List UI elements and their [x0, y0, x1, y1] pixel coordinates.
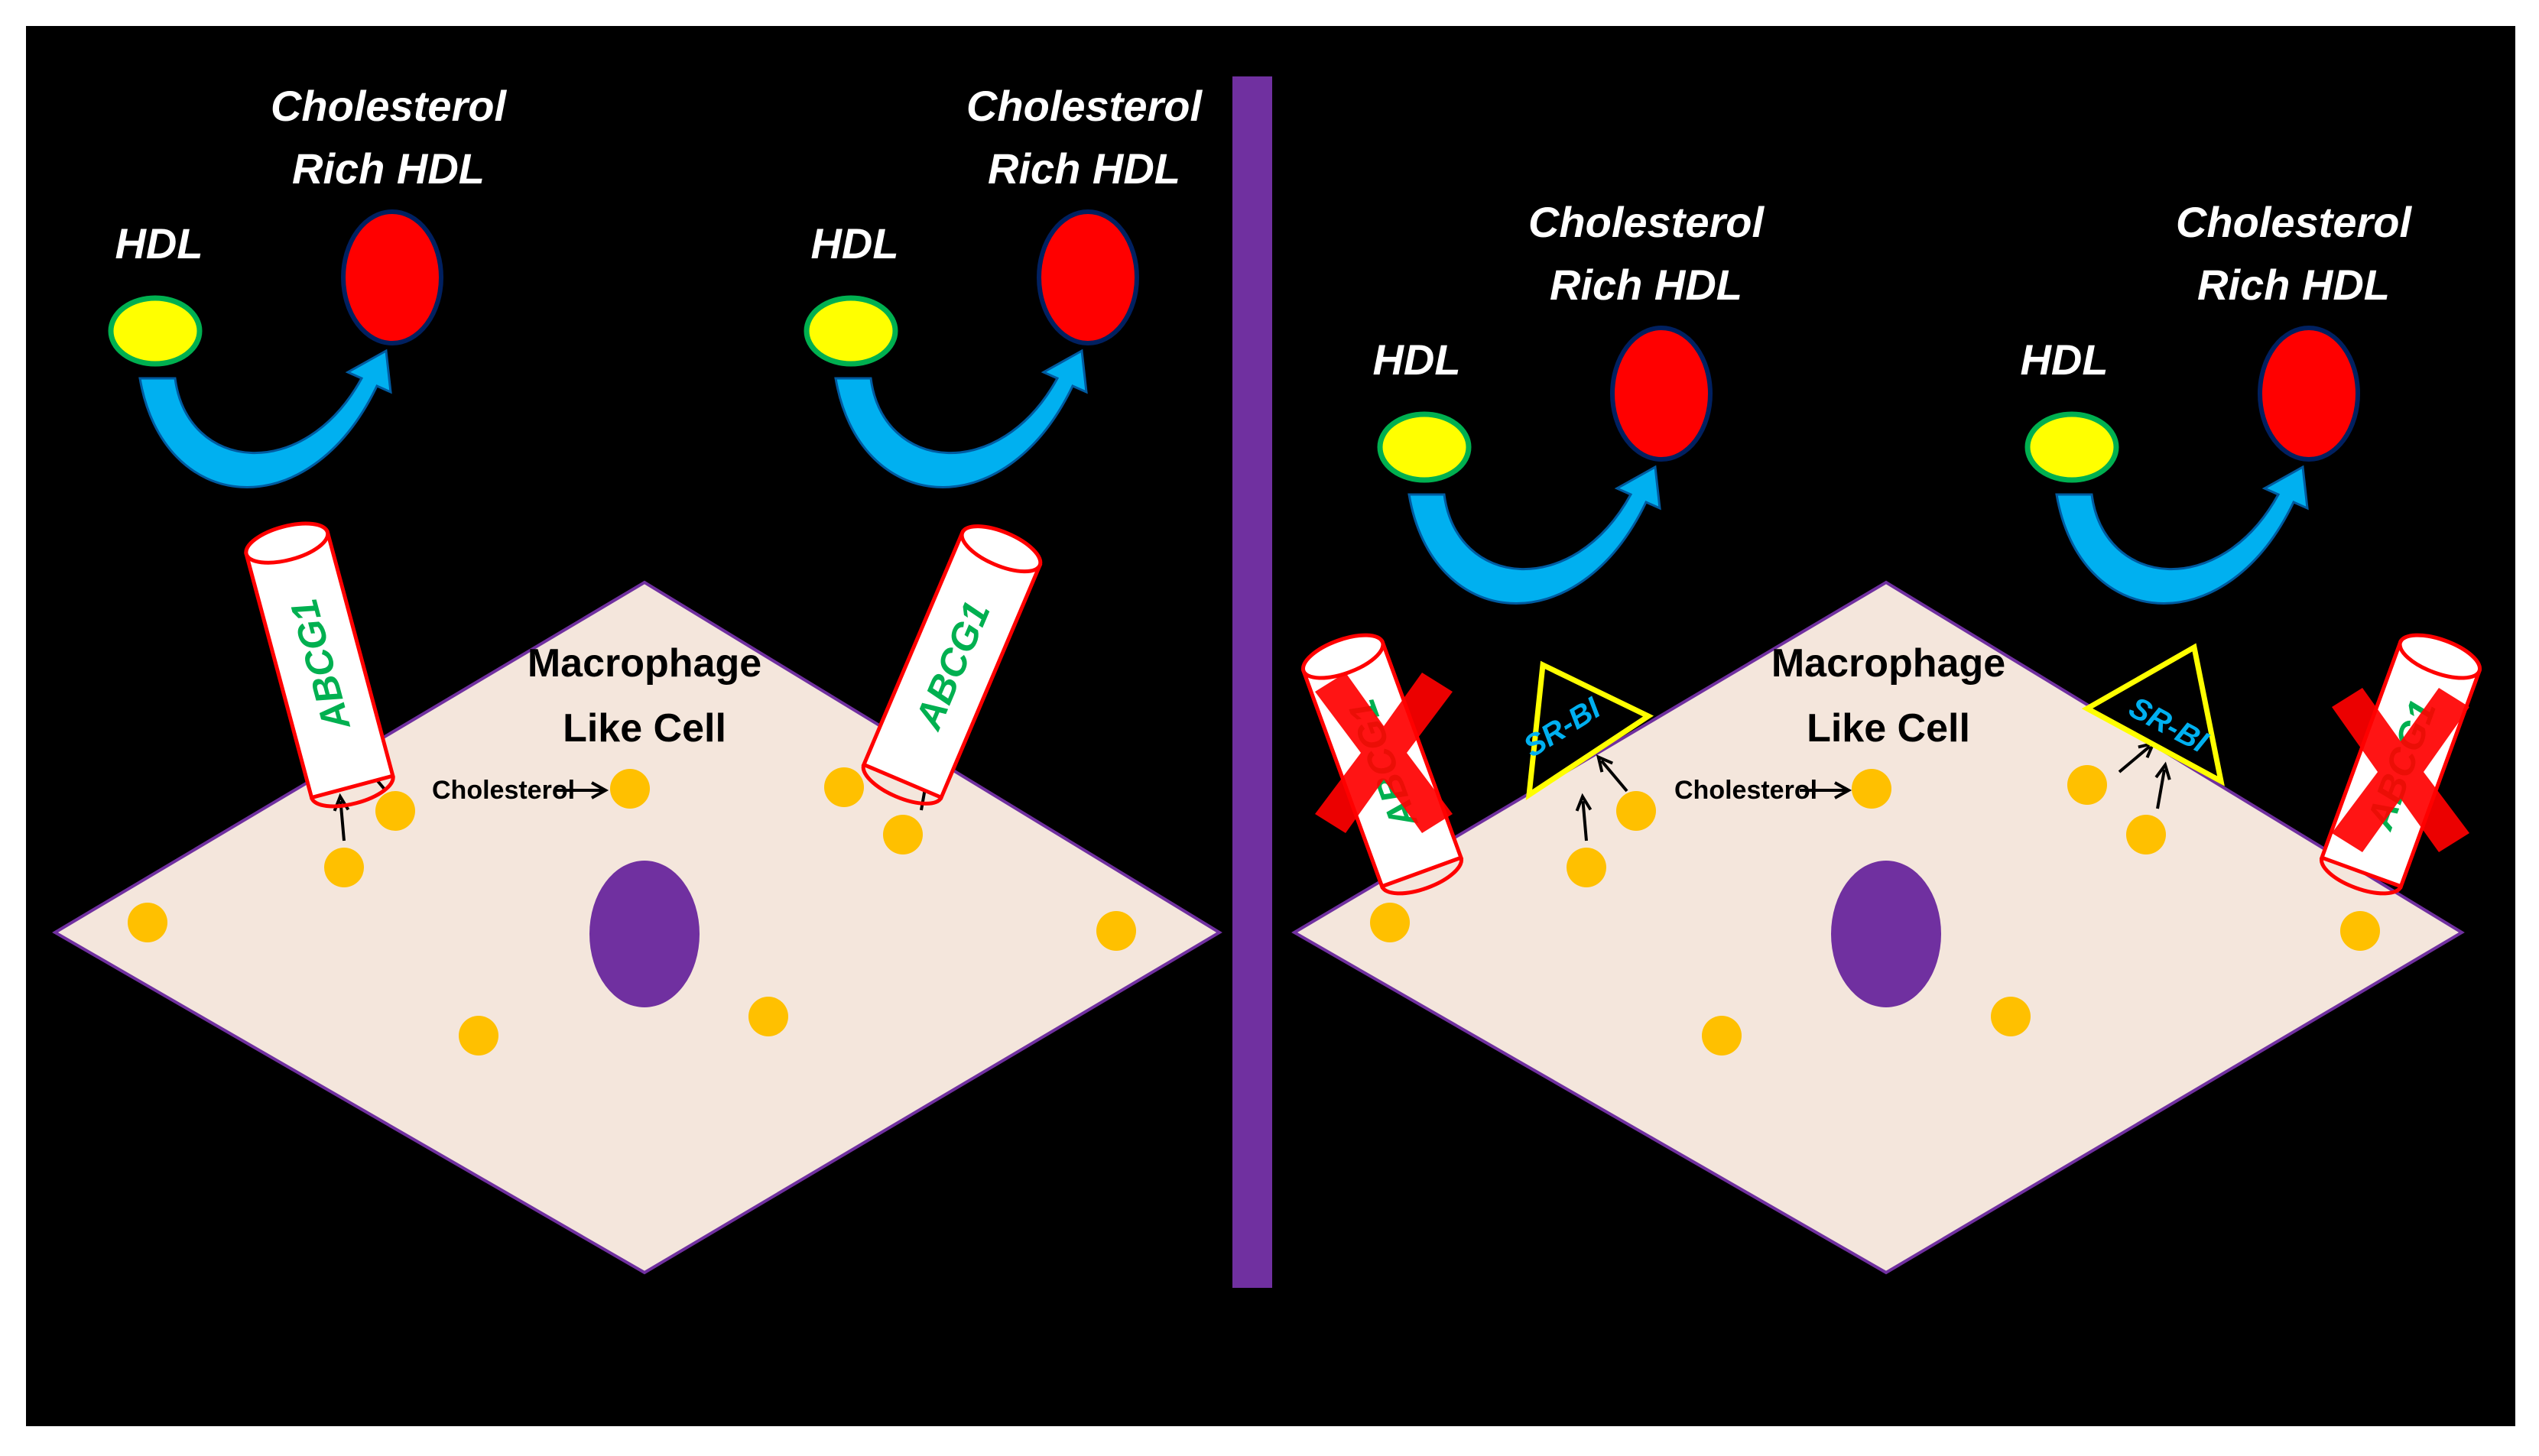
rich-hdl-label-line2: Rich HDL — [988, 144, 1180, 193]
nucleus — [589, 861, 700, 1007]
cell-label-line2: Like Cell — [1807, 706, 1970, 751]
hdl-conversion: HDL Cholesterol Rich HDL — [2020, 198, 2412, 603]
rich-hdl-label-line1: Cholesterol — [966, 82, 1203, 130]
hdl-label: HDL — [2020, 336, 2108, 384]
rich-hdl-label-line1: Cholesterol — [271, 82, 507, 130]
cell-label-line1: Macrophage — [1771, 641, 2005, 686]
cholesterol-label: Cholesterol — [1674, 776, 1817, 805]
hdl-label: HDL — [1372, 336, 1460, 384]
rich-hdl-label-line1: Cholesterol — [2176, 198, 2412, 246]
hdl-conversion: HDL Cholesterol Rich HDL — [807, 82, 1203, 487]
panel-divider — [1232, 76, 1272, 1288]
nucleus — [1831, 861, 1941, 1007]
knockout-cross-icon — [2332, 688, 2469, 852]
right-panel: Macrophage Like Cell Cholesterol — [1291, 198, 2482, 1275]
cholesterol-pointer — [557, 781, 609, 799]
hdl-conversion: HDL Cholesterol Rich HDL — [111, 82, 507, 487]
hdl-label: HDL — [810, 219, 898, 268]
rich-hdl-label-line2: Rich HDL — [292, 144, 485, 193]
rich-hdl-label-line1: Cholesterol — [1528, 198, 1765, 246]
hdl-label: HDL — [115, 219, 203, 268]
hdl-conversion: HDL Cholesterol Rich HDL — [1372, 198, 1765, 603]
knockout-cross-icon — [1315, 673, 1453, 833]
rich-hdl-label-line2: Rich HDL — [2197, 261, 2390, 309]
cell-label-line2: Like Cell — [563, 706, 726, 751]
cholesterol-pointer — [1800, 781, 1852, 799]
rich-hdl-label-line2: Rich HDL — [1550, 261, 1742, 309]
cholesterol-dots — [1370, 765, 2380, 1056]
cell-label-line1: Macrophage — [528, 641, 761, 686]
abcg1-transporter: ABCG1 — [244, 521, 395, 809]
cholesterol-dots — [128, 767, 1136, 1056]
cholesterol-label: Cholesterol — [432, 776, 575, 805]
